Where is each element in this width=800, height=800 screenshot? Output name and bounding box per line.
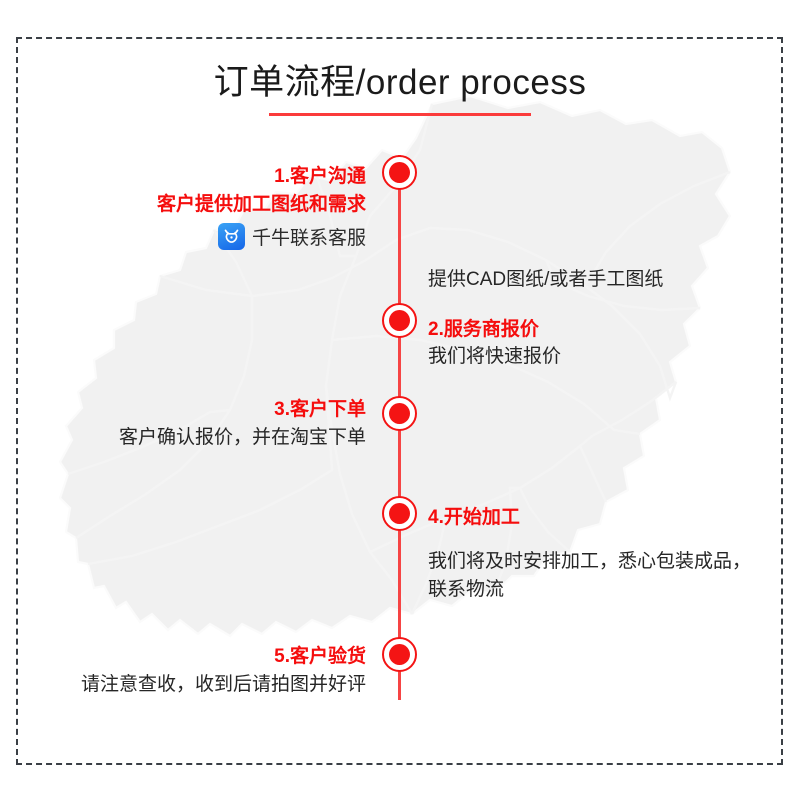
qianniu-icon	[217, 223, 245, 251]
step-4-block: 4.开始加工 我们将及时安排加工，悉心包装成品，联系物流	[428, 504, 758, 605]
timeline-dot-core	[389, 162, 410, 183]
step-2-block: 提供CAD图纸/或者手工图纸 2.服务商报价 我们将快速报价	[428, 266, 663, 372]
step-2-pre-line: 提供CAD图纸/或者手工图纸	[428, 269, 664, 290]
step-1-app-badge[interactable]: 千牛联系客服	[157, 223, 366, 251]
timeline-dot-4	[382, 496, 417, 531]
timeline-dot-core	[389, 503, 410, 524]
step-4-heading: 4.开始加工	[428, 507, 520, 528]
timeline-dot-1	[382, 155, 417, 190]
step-2-line-1: 我们将快速报价	[428, 346, 562, 368]
step-5-line-1: 请注意查收，收到后请拍图并好评	[80, 673, 366, 695]
step-1-line-1: 客户提供加工图纸和需求	[156, 193, 366, 215]
step-3-block: 3.客户下单 客户确认报价，并在淘宝下单	[119, 396, 366, 452]
step-4-line-1: 我们将及时安排加工，悉心包装成品，联系物流	[428, 550, 752, 601]
timeline-dot-3	[382, 396, 417, 431]
step-5-block: 5.客户验货 请注意查收，收到后请拍图并好评	[81, 643, 366, 699]
step-3-line-1: 客户确认报价，并在淘宝下单	[118, 426, 366, 448]
page-title: 订单流程/order process	[213, 63, 587, 102]
timeline-dot-core	[389, 403, 410, 424]
timeline-dot-core	[389, 644, 410, 665]
timeline-dot-core	[389, 310, 410, 331]
step-5-heading: 5.客户验货	[274, 646, 366, 667]
timeline-dot-2	[382, 303, 417, 338]
step-2-heading: 2.服务商报价	[428, 318, 539, 340]
step-1-heading: 1.客户沟通	[274, 166, 366, 187]
step-1-block: 1.客户沟通 客户提供加工图纸和需求 千牛联系客服	[156, 163, 366, 251]
timeline-dot-5	[382, 637, 417, 672]
title-underline	[269, 113, 531, 116]
qianniu-label: 千牛联系客服	[251, 228, 366, 250]
step-3-heading: 3.客户下单	[274, 399, 366, 420]
title-block: 订单流程/order process	[0, 62, 800, 116]
